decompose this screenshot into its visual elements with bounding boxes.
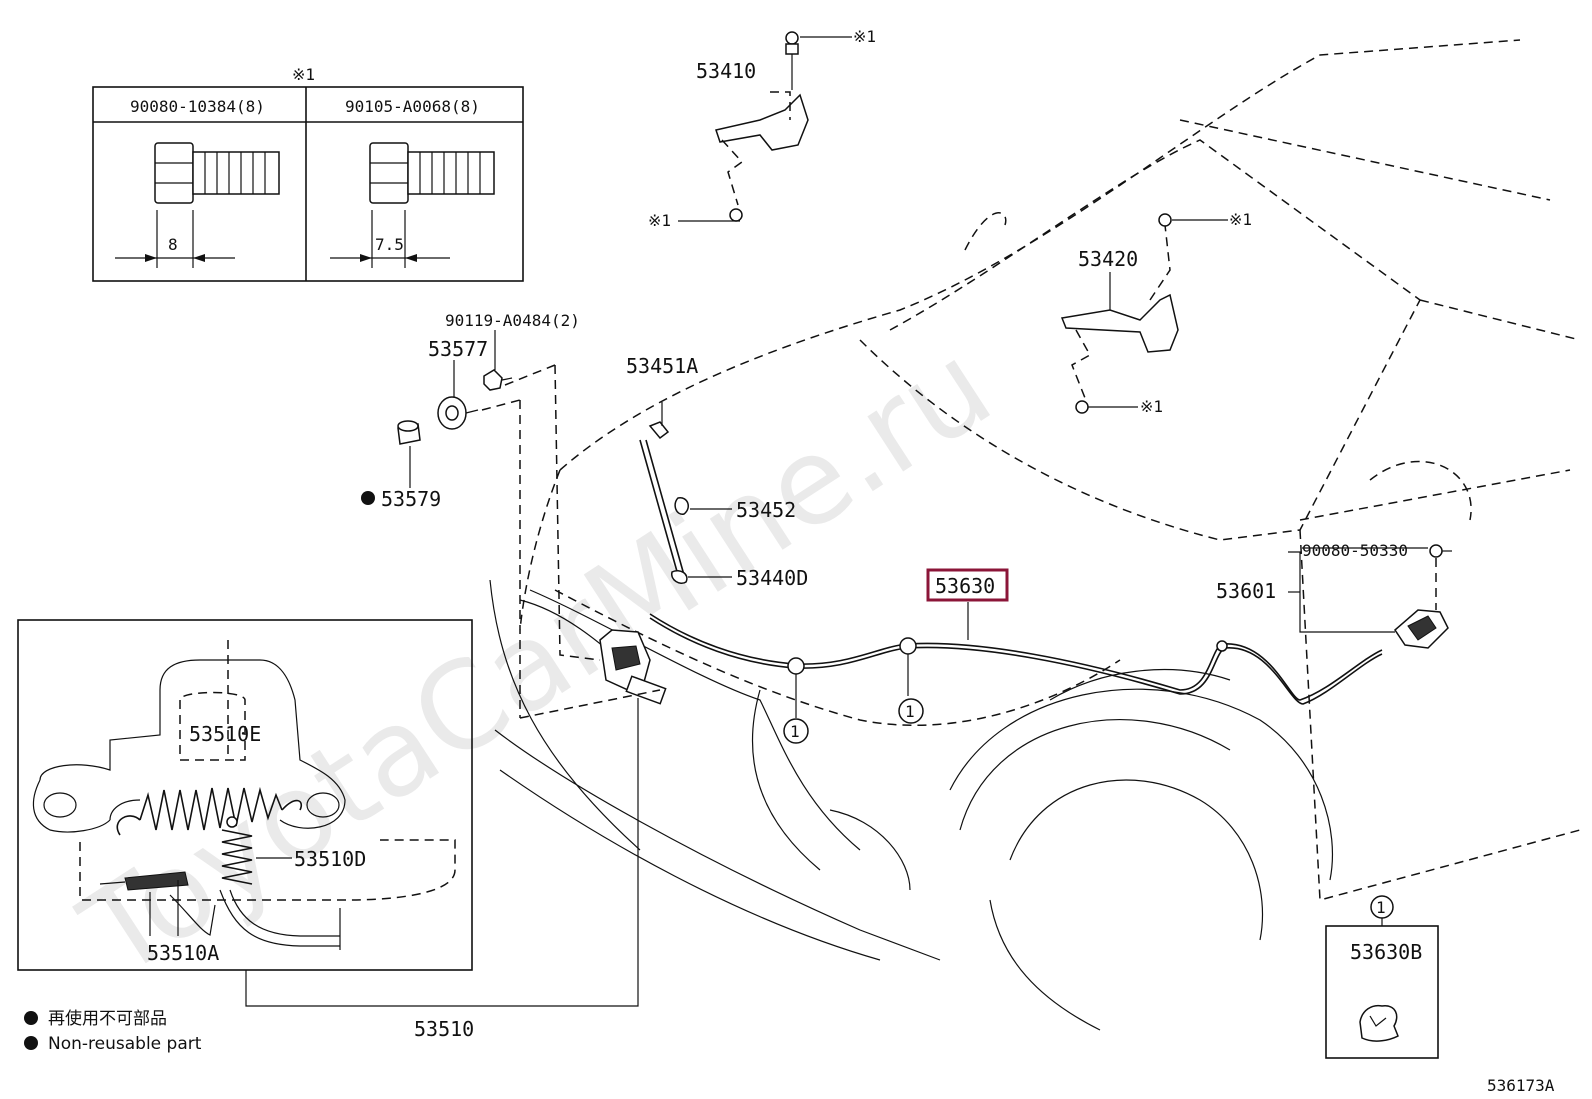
vehicle-outline (489, 39, 1581, 1031)
label-53577: 53577 (428, 337, 488, 361)
legend-line-1: 再使用不可部品 (48, 1008, 167, 1029)
note-mark-hinge-right-top: ※1 (1229, 210, 1252, 229)
note-mark-hinge-right-bottom: ※1 (1140, 397, 1163, 416)
non-reusable-marker (361, 491, 375, 505)
label-90080-50330: 90080-50330 (1302, 541, 1408, 560)
label-53630[interactable]: 53630 (935, 574, 995, 598)
legend-line-2: Non-reusable part (48, 1034, 202, 1054)
watermark: ToyotaCarMine.ru (59, 317, 1015, 1005)
svg-text:1: 1 (905, 702, 915, 721)
hood-release-cable (649, 544, 1452, 718)
ref-marker-1b: 1 (898, 698, 924, 724)
legend-bullet-1 (24, 1011, 38, 1025)
bolt-dimension-2: 7.5 (375, 235, 404, 254)
svg-text:1: 1 (790, 722, 800, 741)
note-mark-hinge-left-bottom: ※1 (648, 211, 671, 230)
ref-marker-1a: 1 (783, 718, 809, 744)
label-53440d: 53440D (736, 566, 808, 590)
bolt-dimension-1: 8 (168, 235, 178, 254)
hood-lock-detail-inset (17, 619, 639, 1007)
figure-code: 536173A (1487, 1076, 1555, 1095)
ref-marker-1c: 1 (1376, 898, 1386, 917)
label-53579: 53579 (381, 487, 441, 511)
hood-hinge-left (678, 31, 852, 222)
highlight-box-53630 (926, 568, 1009, 602)
label-53510a: 53510A (147, 941, 219, 965)
label-90119-a0484: 90119-A0484(2) (445, 311, 580, 330)
bolt-part-number-2: 90105-A0068(8) (345, 97, 480, 116)
svg-text:1: 1 (1376, 898, 1386, 917)
bumper-fasteners (361, 330, 513, 505)
label-53630b: 53630B (1350, 940, 1422, 964)
hood-support-rod (639, 402, 732, 584)
bolt-part-number-1: 90080-10384(8) (130, 97, 265, 116)
clip-inset (1325, 895, 1439, 1059)
hood-lock-assembly (481, 364, 667, 719)
label-53510: 53510 (414, 1017, 474, 1041)
label-53452: 53452 (736, 498, 796, 522)
bolt-drawing-1 (115, 142, 280, 268)
label-53420: 53420 (1078, 247, 1138, 271)
label-53451a: 53451A (626, 354, 698, 378)
legend-bullet-2 (24, 1036, 38, 1050)
label-53601: 53601 (1216, 579, 1276, 603)
hood-hinge-right (1060, 213, 1228, 414)
label-53410: 53410 (696, 59, 756, 83)
bolt-drawing-2 (330, 142, 495, 268)
legend: 再使用不可部品 Non-reusable part (24, 1008, 202, 1054)
label-53510e: 53510E (189, 722, 261, 746)
table-note-mark: ※1 (292, 65, 315, 84)
bolt-spec-table: ※1 90080-10384(8) 90105-A0068(8) 8 (92, 65, 524, 282)
label-53510d: 53510D (294, 847, 366, 871)
note-mark-hinge-left-top: ※1 (853, 27, 876, 46)
